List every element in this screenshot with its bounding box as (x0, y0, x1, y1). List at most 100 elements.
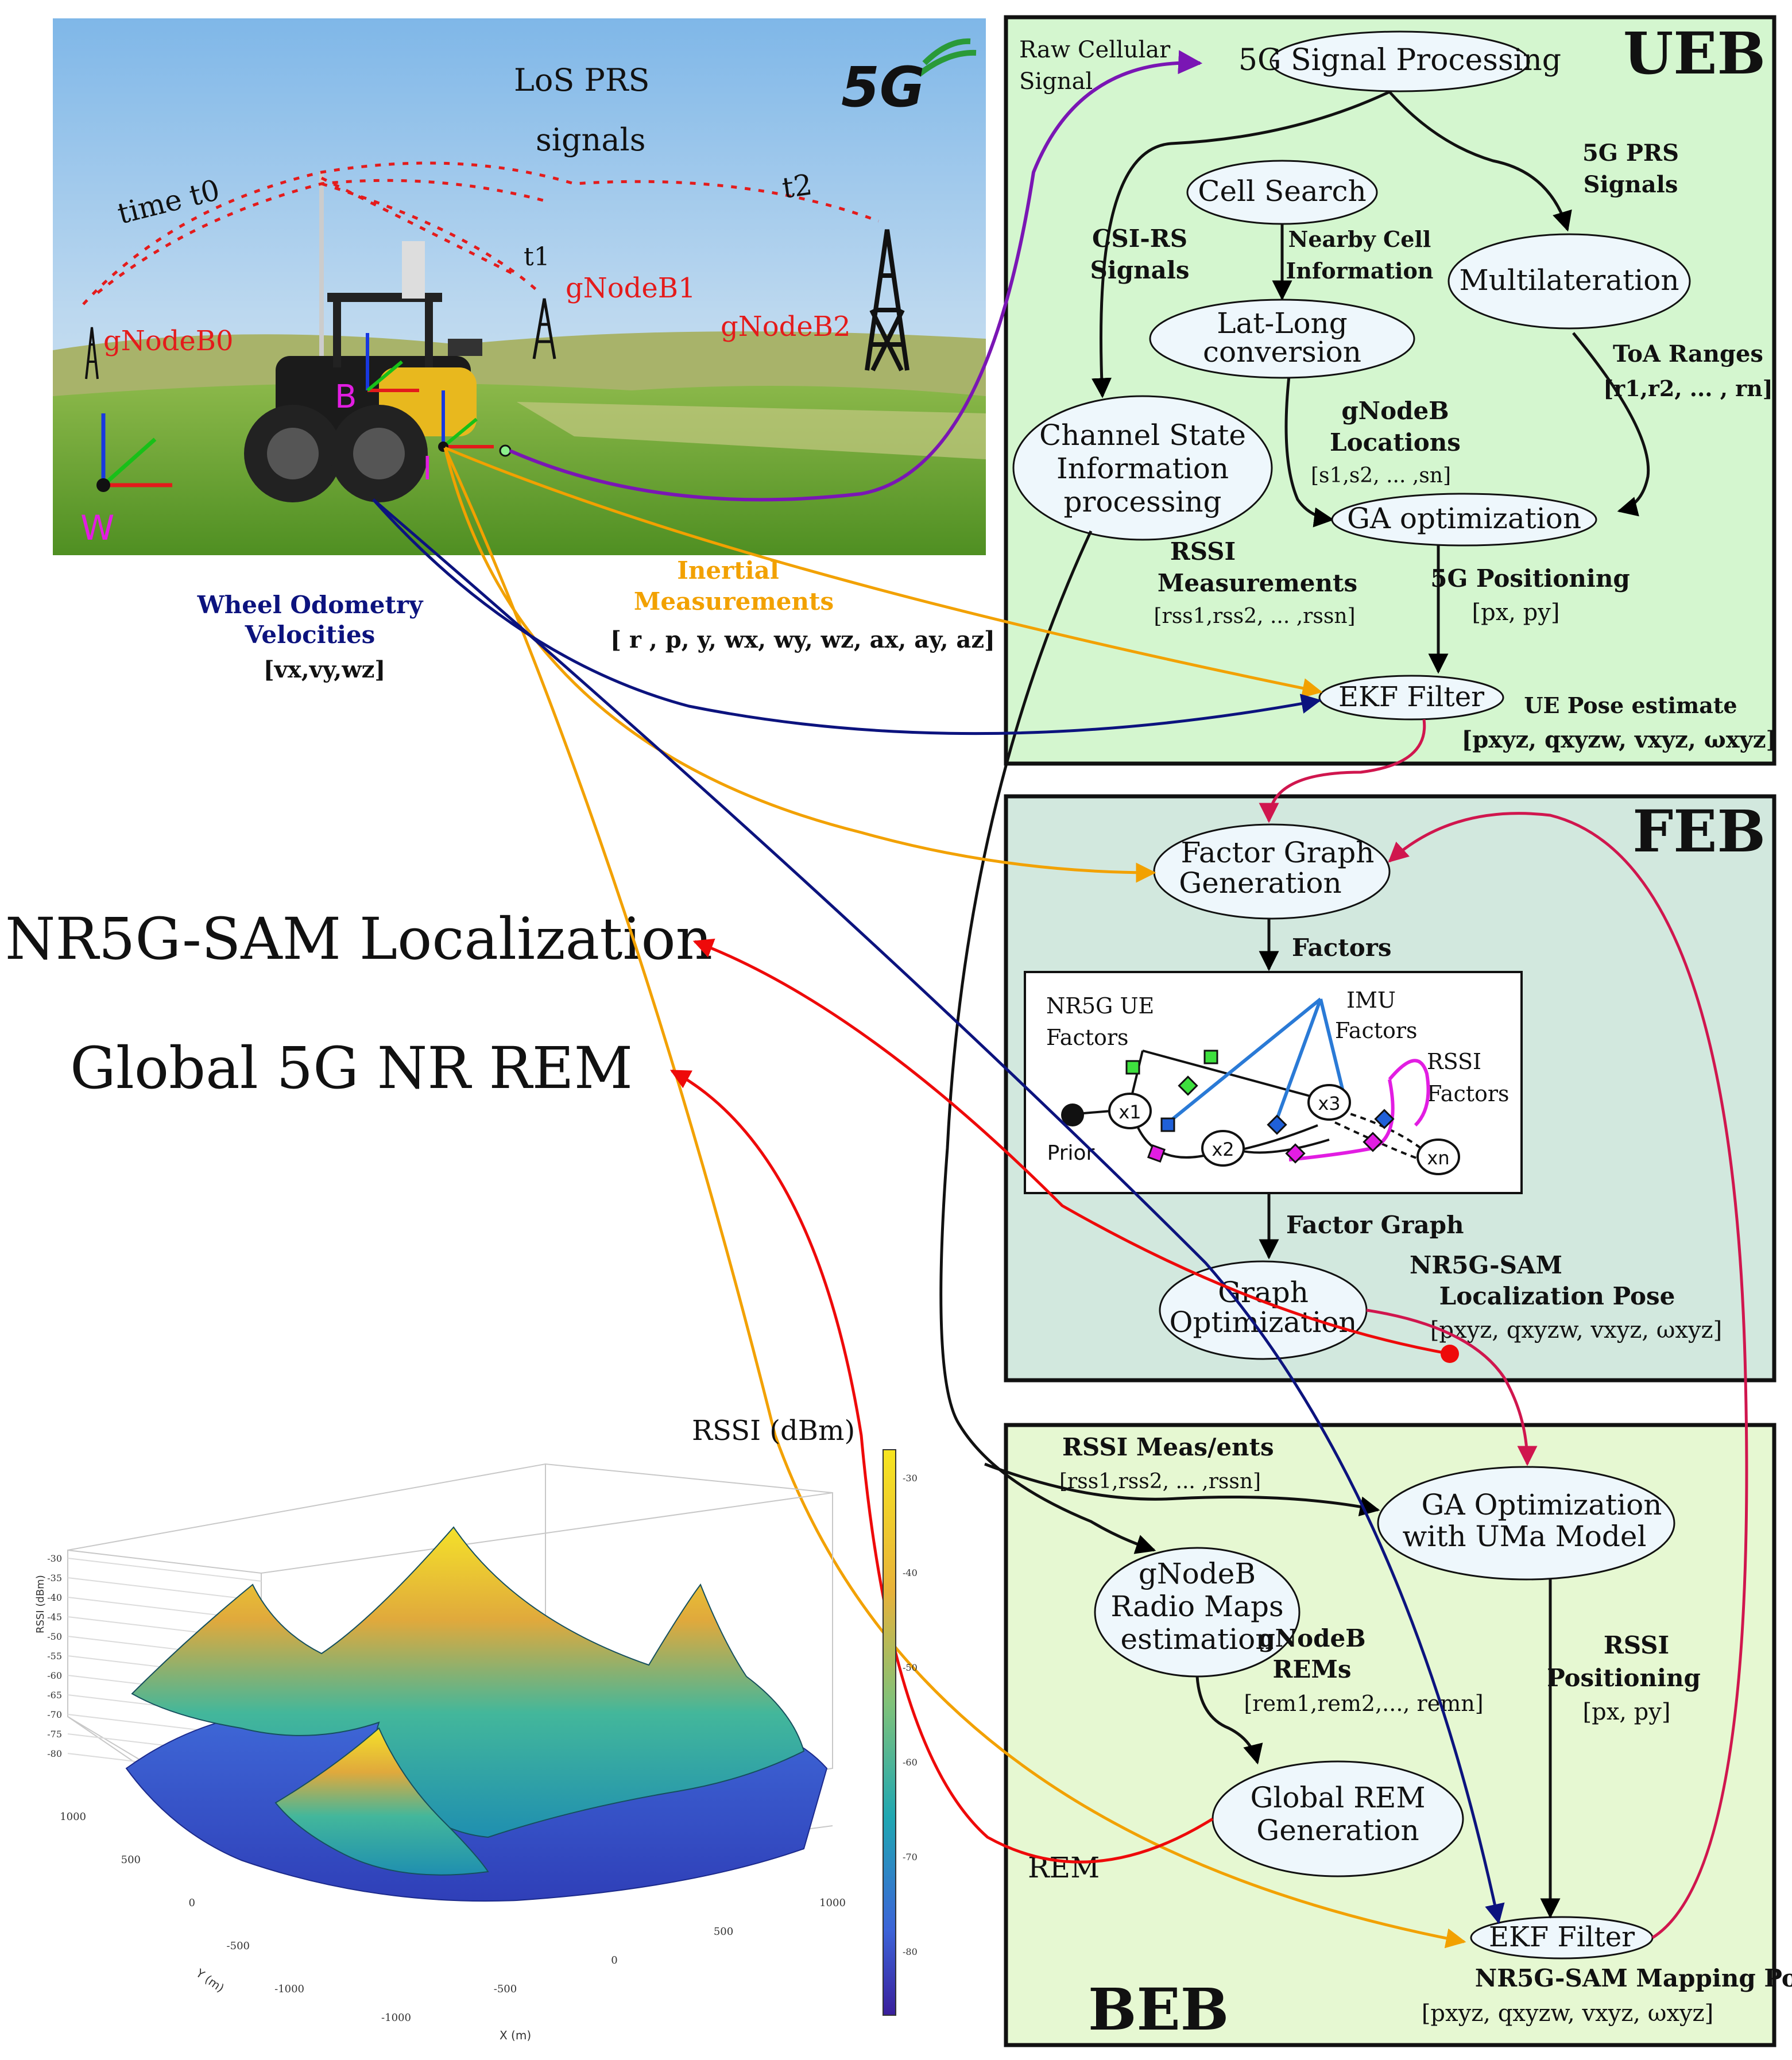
brand-5g-text: 5G (841, 55, 925, 119)
ueb-panel (1004, 15, 1776, 766)
frame-i-axes (438, 390, 494, 452)
wheel-odometry-vector: [vx,vy,wz] (264, 656, 386, 683)
ga-optimization-label: GA optimization (1347, 502, 1581, 535)
robot-photo: 5G LoS PRS signals time t0 t1 t2 gNodeB0… (53, 18, 986, 555)
localization-junction-dot (1441, 1345, 1459, 1363)
csi-rs-label-1: CSI-RS (1092, 224, 1187, 253)
rssi-positioning-label-2: Positioning (1547, 1664, 1701, 1692)
rssi-positioning-label-1: RSSI (1604, 1631, 1669, 1659)
mapping-pose-vector: [pxyz, qxyzw, vxyz, ωxyz] (1422, 2000, 1713, 2027)
imu-factors-label-1: IMU (1346, 988, 1396, 1013)
colorbar-title: RSSI (dBm) (692, 1415, 855, 1447)
z-tick-label: -35 (47, 1573, 62, 1583)
csi-processing-label-2: Information (1056, 452, 1229, 485)
ueb-block: UEB Raw Cellular Signal 5G Signal Proces… (1004, 15, 1777, 766)
y-tick-label: 0 (189, 1897, 195, 1909)
rssi-factor-square (1285, 1143, 1306, 1164)
z-tick-label: -45 (47, 1612, 62, 1623)
cell-search-node[interactable] (1186, 160, 1378, 225)
gnodeb0-label: gNodeB0 (103, 325, 234, 357)
colorbar-tick-label: -50 (903, 1662, 918, 1673)
localization-pose-label-1: NR5G-SAM (1410, 1251, 1562, 1279)
rssi-measurements-label-1: RSSI (1170, 537, 1236, 566)
z-tick-label: -70 (47, 1709, 62, 1720)
radio-maps-label-3: estimation (1121, 1623, 1274, 1656)
localization-output-title: NR5G-SAM Localization (5, 905, 713, 973)
ga-uma-label-1: GA Optimization (1422, 1488, 1662, 1521)
y-tick-label: 1000 (60, 1811, 86, 1823)
rssi-factor-square (1147, 1144, 1166, 1163)
y-tick-label: -500 (227, 1940, 250, 1952)
radio-maps-label-2: Radio Maps (1110, 1590, 1283, 1623)
gnodeb1-label: gNodeB1 (566, 272, 696, 304)
5g-positioning-label: 5G Positioning (1430, 564, 1630, 593)
multilateration-label: Multilateration (1459, 264, 1679, 297)
gnodeb-rems-label-2: REMs (1272, 1655, 1351, 1683)
colorbar-ticks: -30-40-50-60-70-80 (903, 1473, 918, 1957)
rssi-measurements-label-2: Measurements (1158, 569, 1357, 597)
rssi-factors-label-2: Factors (1427, 1081, 1510, 1106)
localization-pose-label-2: Localization Pose (1439, 1282, 1675, 1310)
tower-gnodeb2-icon (865, 229, 909, 371)
factors-label: Factors (1292, 934, 1392, 962)
factor-graph-generation-label-1: Factor Graph (1181, 836, 1375, 869)
raw-signal-label-1: Raw Cellular (1019, 37, 1171, 63)
imu-sensor-point (499, 444, 512, 457)
inertial-title-1: Inertial (677, 556, 779, 584)
rssi-factors-label-1: RSSI (1427, 1049, 1481, 1074)
ga-uma-label-2: with UMa Model (1403, 1520, 1647, 1553)
ga-optimization-node[interactable] (1331, 493, 1597, 547)
z-tick-label: -40 (47, 1592, 62, 1603)
colorbar-tick-label: -60 (903, 1757, 918, 1768)
rssi-meas-label: RSSI Meas/ents (1062, 1433, 1274, 1461)
cell-search-label: Cell Search (1198, 175, 1366, 208)
nearby-cell-label-2: Information (1286, 258, 1434, 284)
los-title-1: LoS PRS (514, 62, 650, 98)
x-tick-label: -1000 (381, 2012, 411, 2024)
beb-title: BEB (1088, 1976, 1229, 2043)
gnodeb2-label: gNodeB2 (721, 311, 851, 343)
rssi-positioning-vector: [px, py] (1582, 1699, 1670, 1725)
gnodeb-locations-vector: [s1,s2, ... ,sn] (1311, 464, 1451, 487)
gnodeb-locations-label-1: gNodeB (1341, 397, 1449, 425)
global-rem-label-1: Global REM (1250, 1781, 1425, 1814)
inertial-vector: [ r , p, y, wx, wy, wz, ax, ay, az] (610, 626, 995, 653)
beb-block: BEB RSSI Meas/ents [rss1,rss2, ... ,rssn… (1004, 1423, 1792, 2047)
x-tick-label: 1000 (819, 1897, 846, 1909)
z-tick-label: -80 (47, 1748, 62, 1759)
photo-crop-rows (517, 402, 986, 459)
factor-graph-generation-label-2: Generation (1179, 866, 1341, 900)
robot-vehicle (244, 172, 482, 502)
csi-processing-node[interactable] (1012, 395, 1273, 541)
wheel-odometry-title-2: Velocities (245, 621, 376, 649)
graph-optimization-label-1: Graph (1218, 1276, 1309, 1309)
factor-graph-label: Factor Graph (1286, 1211, 1464, 1239)
localization-pose-vector: [pxyz, qxyzw, vxyz, ωxyz] (1430, 1317, 1722, 1343)
frame-b-label: B (335, 378, 357, 416)
signal-processing-node[interactable] (1270, 30, 1530, 92)
inertial-title-2: Measurements (634, 587, 834, 615)
z-tick-label: -50 (47, 1631, 62, 1642)
toa-ranges-vector: [r1,r2, ... , rn] (1603, 375, 1773, 401)
rem-output-title: Global 5G NR REM (70, 1035, 633, 1102)
rssi-factor-square (1363, 1132, 1383, 1152)
z-tick-label: -60 (47, 1670, 62, 1681)
lat-long-node[interactable] (1149, 299, 1415, 379)
colorbar-tick-label: -40 (903, 1567, 918, 1578)
nr5g-factor-square (1178, 1075, 1198, 1096)
z-tick-label: -75 (47, 1729, 62, 1740)
y-tick-label: -1000 (274, 1983, 304, 1995)
lat-long-label-1: Lat-Long (1217, 307, 1348, 340)
colorbar-tick-label: -80 (903, 1946, 918, 1957)
csi-processing-label-1: Channel State (1039, 419, 1246, 452)
gnodeb-rems-label-1: gNodeB (1258, 1624, 1365, 1652)
ga-uma-node[interactable] (1377, 1466, 1675, 1581)
multilateration-node[interactable] (1447, 233, 1691, 330)
raw-signal-label-2: Signal (1019, 68, 1093, 95)
feb-title: FEB (1632, 797, 1766, 865)
los-signal-dashes (82, 161, 879, 305)
wheel-odometry-title-1: Wheel Odometry (197, 591, 424, 619)
state-node-x2: x2 (1201, 1130, 1245, 1167)
